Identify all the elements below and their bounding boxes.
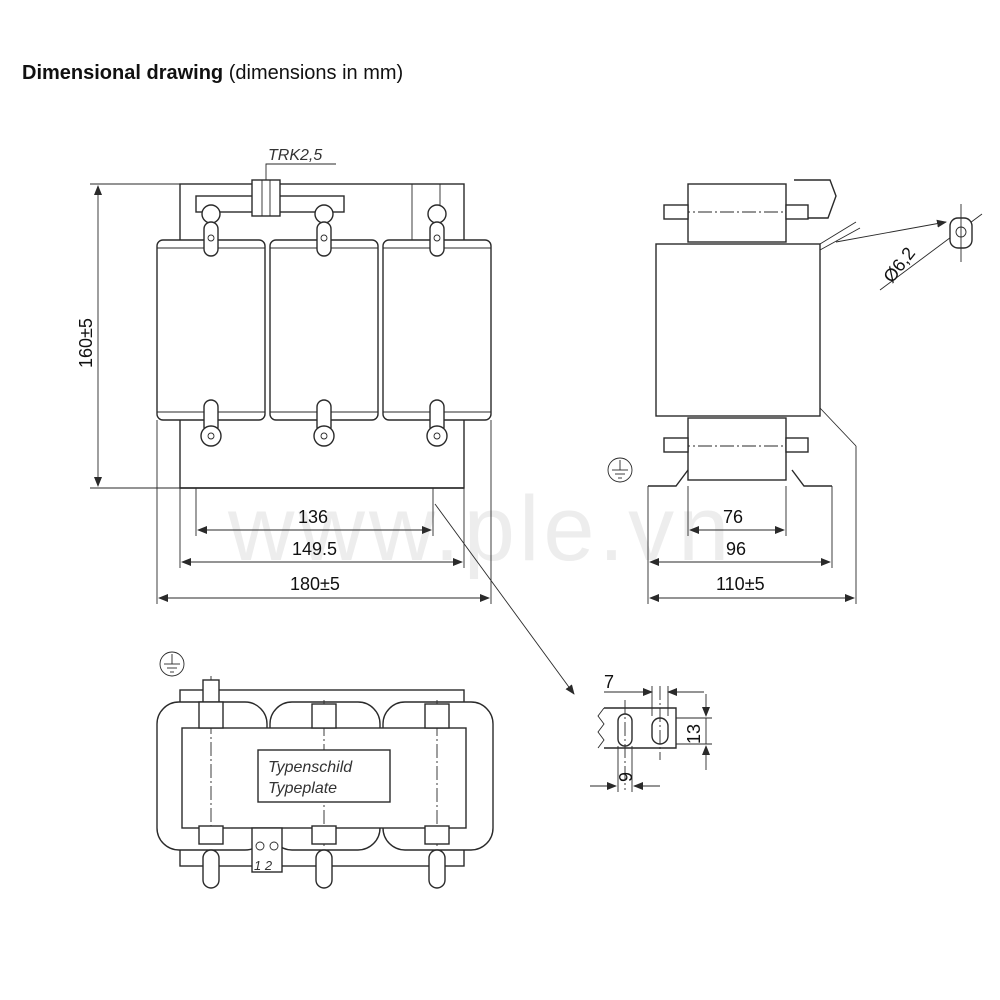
coil-right bbox=[382, 239, 492, 421]
ground-symbol-icon bbox=[159, 651, 185, 677]
side-terminal-bracket bbox=[794, 179, 837, 219]
side-view: Ø6,2 76 96 110±5 bbox=[607, 179, 983, 604]
dim-overall-width: 180±5 bbox=[290, 574, 340, 594]
side-coil-bottom bbox=[687, 417, 787, 481]
title-bold: Dimensional drawing bbox=[22, 62, 224, 84]
typeplate-line1: Typenschild bbox=[268, 759, 353, 776]
page-title: Dimensional drawing (dimensions in mm) bbox=[22, 62, 403, 85]
terminal-lugs-bottom bbox=[200, 399, 448, 447]
dim-side-outer: 96 bbox=[726, 539, 746, 559]
dim-height: 160±5 bbox=[76, 318, 96, 368]
dim-slot-height: 13 bbox=[684, 724, 704, 744]
dim-side-overall: 110±5 bbox=[716, 574, 765, 594]
dim-slot-offset: 7 bbox=[604, 672, 614, 692]
dim-slot-width: 9 bbox=[616, 772, 636, 782]
front-view: TRK2,5 bbox=[76, 147, 492, 604]
hole-detail: Ø6,2 bbox=[835, 204, 983, 291]
side-coil-top bbox=[687, 183, 787, 243]
ground-symbol-icon bbox=[607, 457, 633, 483]
top-view: 1 2 Typenschild Typeplate bbox=[156, 651, 494, 889]
dim-side-inner: 76 bbox=[723, 507, 743, 527]
typeplate-line2: Typeplate bbox=[268, 780, 337, 797]
coil-middle bbox=[269, 239, 379, 421]
typeplate bbox=[257, 749, 391, 803]
terminal-lugs-top bbox=[201, 204, 447, 257]
coil-left bbox=[156, 239, 266, 421]
top-terminal-block bbox=[251, 827, 283, 873]
dim-mount-outer: 149.5 bbox=[292, 539, 337, 559]
terminal-numbers: 1 2 bbox=[254, 858, 273, 873]
side-core bbox=[655, 243, 821, 417]
slot-detail: 7 13 9 bbox=[434, 503, 712, 792]
arrow-icon bbox=[434, 503, 575, 695]
watermark: www.ple.vn bbox=[227, 478, 733, 580]
title-subtitle: (dimensions in mm) bbox=[228, 62, 404, 84]
dim-mount-inner: 136 bbox=[298, 507, 328, 527]
side-mounting-feet bbox=[648, 469, 832, 487]
terminal-block bbox=[251, 179, 281, 217]
terminal-block-label: TRK2,5 bbox=[268, 147, 322, 164]
